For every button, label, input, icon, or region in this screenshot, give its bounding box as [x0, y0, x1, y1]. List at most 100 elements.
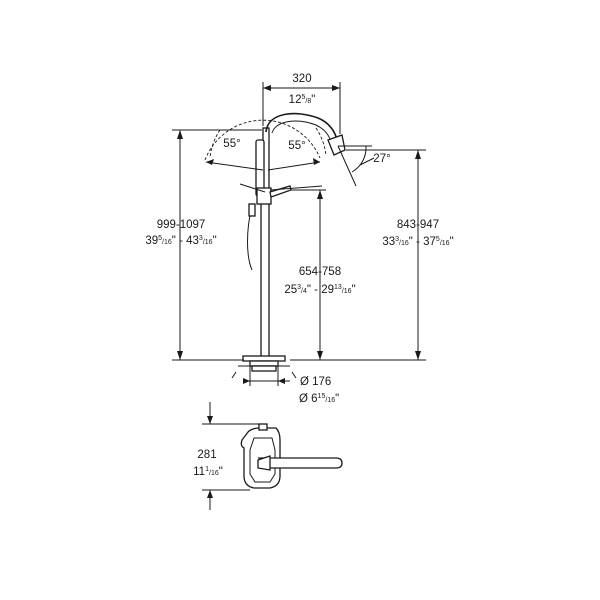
total-height-in1-den: 16 — [164, 239, 172, 246]
spout-height-in2-num: 5 — [436, 236, 440, 243]
base-diameter-mm: Ø 176 — [300, 376, 331, 388]
spout-reach-dimension: 320 125/8" — [262, 73, 341, 134]
floor-hatch — [231, 371, 237, 379]
handle-height-sep: - — [311, 284, 321, 296]
spout-angle-arc — [351, 145, 367, 173]
total-height-in: 395/16" - 433/16" — [145, 235, 216, 247]
base-diameter-in-num: 15 — [318, 393, 326, 400]
total-height-in2-den: 16 — [205, 239, 213, 246]
spout-height-in1-num: 3 — [395, 236, 399, 243]
handle-height-in2-mark: " — [352, 284, 356, 296]
spout-reach-in-den: 8 — [307, 98, 311, 105]
spout-height-mm: 843-947 — [397, 219, 439, 231]
total-height-in1-mark: " — [172, 235, 176, 247]
handle-height-in2-den: 16 — [344, 288, 352, 295]
handle-height-in: 253/4" - 2913/16" — [284, 284, 355, 296]
spout-height-in1-whole: 33 — [382, 236, 395, 248]
handle-height-dimension: 654-758 253/4" - 2913/16" — [284, 189, 356, 360]
spout-tip — [327, 134, 346, 156]
top-view-nub — [258, 423, 268, 431]
floor-flange — [251, 365, 277, 372]
handle-height-in1-den: 4 — [303, 288, 307, 295]
spout-height-in: 333/16" - 375/16" — [382, 236, 453, 248]
top-view-depth-in: 111/16" — [193, 466, 223, 478]
faucet-top-view: 281 111/16" — [193, 402, 343, 510]
spout-angle-label: 27° — [373, 153, 390, 165]
arrowhead — [207, 490, 213, 498]
handle-height-in1-num: 3 — [297, 284, 301, 291]
spout-height-dimension: 843-947 333/16" - 375/16" — [290, 149, 454, 361]
top-view-depth-mm: 281 — [197, 449, 216, 461]
angle-ray-lower-right — [269, 185, 323, 191]
angle-ray-lower-left — [239, 183, 266, 193]
total-height-in2-whole: 43 — [186, 235, 199, 247]
total-height-dimension: 999-1097 395/16" - 433/16" — [145, 129, 262, 361]
handle-height-in2-num: 13 — [334, 284, 342, 291]
arrowhead — [415, 150, 421, 159]
spout-angle-leader — [359, 157, 375, 166]
spout-height-sep: - — [413, 236, 423, 248]
angle-ray-right — [267, 161, 321, 171]
angle-right-label: 55° — [288, 140, 305, 152]
faucet-side-view — [231, 112, 346, 379]
angle-left-label: 55° — [223, 138, 240, 150]
arrowhead — [207, 416, 213, 424]
spout-reach-mm: 320 — [292, 73, 311, 85]
top-view-depth-in-den: 16 — [211, 470, 219, 477]
top-view-depth-in-mark: " — [219, 466, 223, 478]
spout-height-in1-den: 16 — [401, 240, 409, 247]
handle-height-in1-mark: " — [307, 284, 311, 296]
handle-height-in2-whole: 29 — [321, 284, 334, 296]
base-diameter-in-prefix: Ø 6 — [299, 393, 318, 405]
floor-hatch — [291, 371, 297, 379]
spout-reach-in: 125/8" — [289, 94, 316, 106]
handle-height-mm: 654-758 — [299, 266, 341, 278]
riser-pipe — [260, 199, 270, 359]
base-collar — [249, 360, 279, 367]
arc-right-outer — [315, 127, 327, 157]
spout-height-in1-mark: " — [409, 236, 413, 248]
total-height-in2-num: 3 — [199, 235, 203, 242]
spout-angle: 27° — [337, 145, 391, 187]
base-plate — [242, 355, 286, 362]
total-height-sep: - — [176, 235, 186, 247]
top-view-depth-in-num: 1 — [205, 466, 209, 473]
spout-reach-in-mark: " — [311, 94, 315, 106]
arrowhead — [177, 351, 183, 360]
arrowhead — [243, 378, 250, 384]
base-diameter-in-mark: " — [335, 393, 339, 405]
arrowhead — [177, 130, 183, 139]
spout-height-in2-mark: " — [450, 236, 454, 248]
spout-angle-ray — [337, 145, 357, 187]
lever-handle — [269, 185, 292, 198]
base-diameter-in: Ø 615/16" — [299, 393, 339, 405]
top-view-spout — [258, 457, 343, 469]
arrowhead — [332, 85, 340, 91]
top-view-depth-in-whole: 11 — [193, 466, 205, 478]
rotation-angles: 55° 55° — [204, 119, 327, 193]
arrowhead — [313, 158, 320, 165]
handle-height-in1-whole: 25 — [284, 284, 297, 296]
arrowhead — [263, 85, 271, 91]
spout-height-in2-den: 16 — [442, 240, 450, 247]
spout-arc-inner — [271, 120, 333, 147]
hose-connector — [248, 203, 256, 217]
arrowhead — [415, 351, 421, 360]
base-diameter-dimension: Ø 176 Ø 615/16" — [243, 366, 339, 405]
arrowhead — [317, 351, 323, 360]
top-view-base-inner — [249, 437, 276, 483]
total-height-mm: 999-1097 — [157, 219, 206, 231]
total-height-in1-num: 5 — [158, 235, 162, 242]
spout-arc — [265, 112, 339, 145]
arrowhead — [278, 378, 285, 384]
spout-reach-in-whole: 12 — [289, 94, 302, 106]
rotation-arc — [204, 119, 321, 161]
base-diameter-in-den: 16 — [327, 397, 335, 404]
spout-height-in2-whole: 37 — [423, 236, 436, 248]
arrowhead — [206, 159, 214, 165]
arc-left-outer — [209, 129, 221, 159]
arrowhead — [317, 190, 323, 199]
angle-ray-left — [205, 161, 264, 171]
